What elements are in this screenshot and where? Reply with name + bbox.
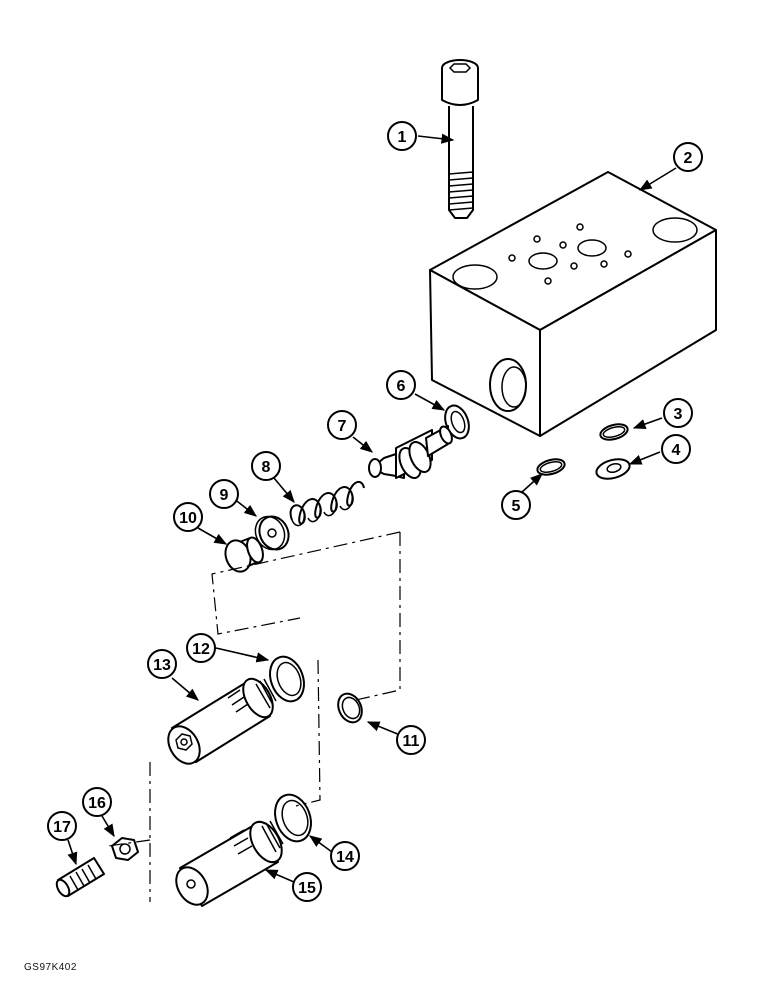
callout-label: 17 — [53, 819, 71, 836]
callout-label: 2 — [684, 150, 693, 167]
cap-screw — [441, 59, 479, 219]
callout-label: 14 — [336, 849, 354, 866]
callout-11: 11 — [396, 725, 426, 755]
cartridge-sleeve-15 — [175, 820, 284, 907]
figure-reference-code: GS97K402 — [24, 962, 77, 973]
spring — [289, 480, 365, 527]
o-ring-3 — [599, 423, 629, 441]
hex-nut-16 — [111, 837, 139, 861]
callout-2: 2 — [673, 142, 703, 172]
callout-7: 7 — [327, 410, 357, 440]
valve-body-block — [429, 171, 717, 437]
callout-5: 5 — [501, 490, 531, 520]
callout-label: 16 — [88, 795, 106, 812]
callout-label: 7 — [338, 418, 347, 435]
seal-ring-14 — [274, 793, 312, 843]
callout-10: 10 — [173, 502, 203, 532]
set-screw-17 — [55, 857, 105, 898]
spring-seat-9 — [254, 515, 290, 551]
callout-label: 9 — [220, 487, 229, 504]
callout-label: 6 — [397, 378, 406, 395]
seal-ring-12 — [269, 655, 305, 703]
callout-6: 6 — [386, 370, 416, 400]
callout-label: 1 — [398, 129, 407, 146]
callout-14: 14 — [330, 841, 360, 871]
cartridge-sleeve-13 — [167, 677, 277, 765]
o-ring-11 — [337, 692, 363, 724]
callout-15: 15 — [292, 872, 322, 902]
callouts: 1 2 3 4 5 6 7 8 — [47, 121, 703, 902]
callout-12: 12 — [186, 633, 216, 663]
callout-4: 4 — [661, 434, 691, 464]
valve-poppet — [368, 425, 453, 479]
callout-1: 1 — [387, 121, 417, 151]
callout-label: 15 — [298, 880, 316, 897]
callout-13: 13 — [147, 649, 177, 679]
callout-label: 8 — [262, 459, 271, 476]
callout-label: 3 — [674, 406, 683, 423]
callout-9: 9 — [209, 479, 239, 509]
callout-label: 5 — [512, 498, 521, 515]
callout-label: 4 — [672, 442, 681, 459]
cap-plug-10 — [224, 536, 264, 573]
washer-4 — [595, 458, 631, 480]
callout-16: 16 — [82, 787, 112, 817]
callout-17: 17 — [47, 811, 77, 841]
callout-8: 8 — [251, 451, 281, 481]
o-ring-5 — [536, 458, 566, 476]
callout-label: 10 — [179, 510, 197, 527]
callout-3: 3 — [663, 398, 693, 428]
callout-label: 12 — [192, 641, 210, 658]
assembly-centerlines — [107, 531, 401, 902]
callout-label: 13 — [153, 657, 171, 674]
callout-label: 11 — [403, 733, 420, 750]
